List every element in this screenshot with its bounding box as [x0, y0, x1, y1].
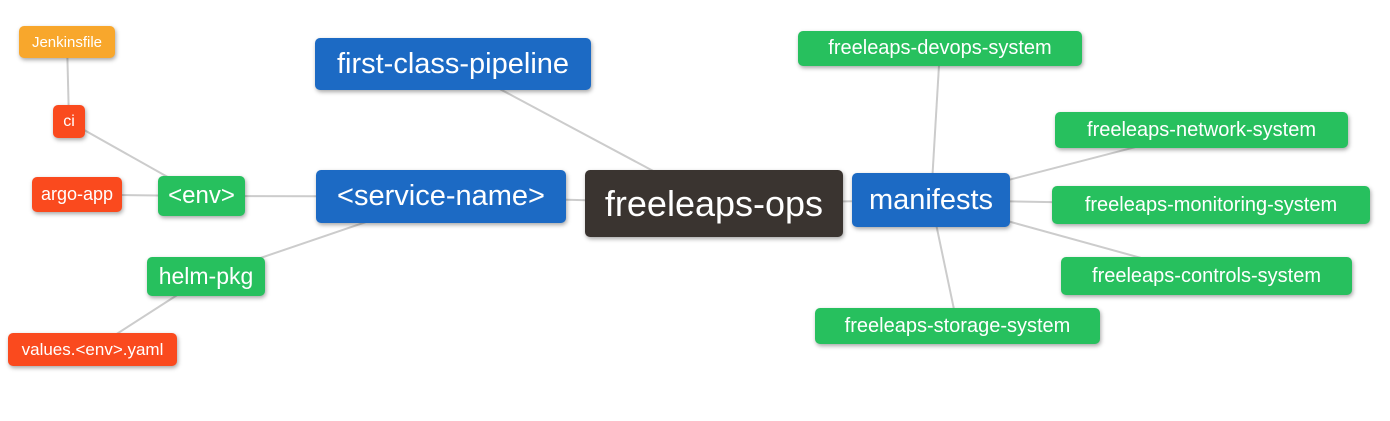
node-network-system[interactable]: freeleaps-network-system	[1055, 112, 1348, 148]
node-helm-pkg[interactable]: helm-pkg	[147, 257, 265, 296]
node-argo-app[interactable]: argo-app	[32, 177, 122, 212]
node-devops-system[interactable]: freeleaps-devops-system	[798, 31, 1082, 66]
node-manifests[interactable]: manifests	[852, 173, 1010, 227]
node-monitoring-system[interactable]: freeleaps-monitoring-system	[1052, 186, 1370, 224]
node-controls-system[interactable]: freeleaps-controls-system	[1061, 257, 1352, 295]
node-values-env-yaml[interactable]: values.<env>.yaml	[8, 333, 177, 366]
node-first-class-pipeline[interactable]: first-class-pipeline	[315, 38, 591, 90]
node-service-name[interactable]: <service-name>	[316, 170, 566, 223]
node-freeleaps-ops[interactable]: freeleaps-ops	[585, 170, 843, 237]
node-ci[interactable]: ci	[53, 105, 85, 138]
node-storage-system[interactable]: freeleaps-storage-system	[815, 308, 1100, 344]
node-env[interactable]: <env>	[158, 176, 245, 216]
node-jenkinsfile[interactable]: Jenkinsfile	[19, 26, 115, 58]
